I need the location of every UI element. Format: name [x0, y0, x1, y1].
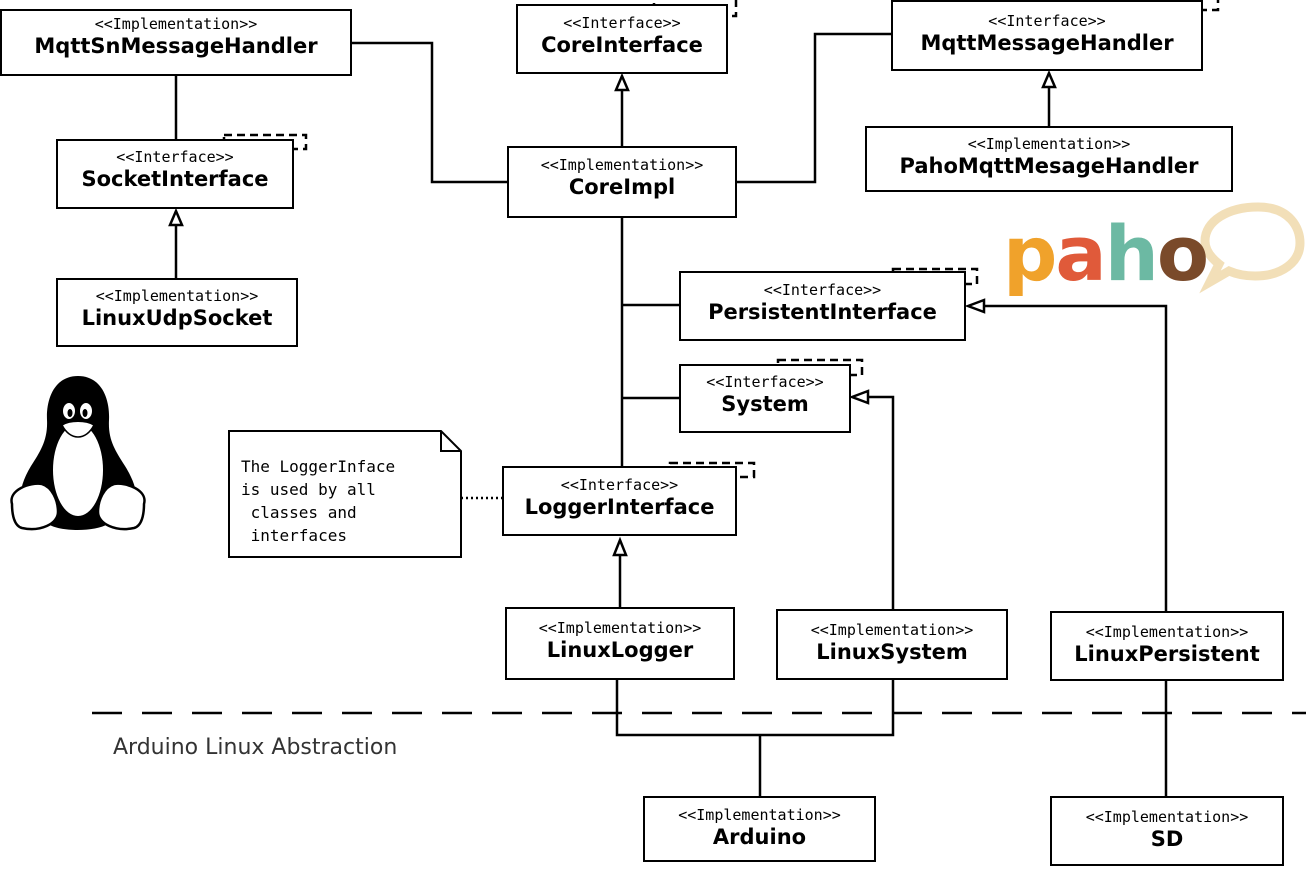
tux-icon [10, 376, 146, 531]
stereotype-label: <<Implementation>> [967, 135, 1131, 153]
class-name: Arduino [712, 825, 807, 849]
stereotype-label: <<Interface>> [116, 148, 234, 166]
class-sd[interactable]: <<Implementation>> SD [1050, 796, 1284, 866]
stereotype-label: <<Implementation>> [540, 156, 704, 174]
class-name: System [721, 392, 809, 416]
class-mqttsnmessagehandler[interactable]: <<Implementation>> MqttSnMessageHandler [0, 9, 352, 76]
class-pahomqttmesagehandler[interactable]: <<Implementation>> PahoMqttMesageHandler [865, 126, 1233, 192]
stereotype-label: <<Implementation>> [678, 806, 841, 824]
stereotype-label: <<Interface>> [560, 476, 679, 494]
class-linuxsystem[interactable]: <<Implementation>> LinuxSystem [776, 609, 1008, 680]
class-linuxlogger[interactable]: <<Implementation>> LinuxLogger [505, 607, 735, 680]
arrowhead-system [848, 389, 870, 405]
arrowhead-socketinterface [168, 207, 184, 227]
paho-bubble-icon [1199, 202, 1305, 294]
stereotype-label: <<Implementation>> [1085, 808, 1249, 826]
paho-letter: h [1104, 209, 1159, 298]
class-name: PersistentInterface [708, 300, 937, 324]
note-text: The LoggerInface is used by all classes … [241, 457, 396, 545]
stereotype-label: <<Implementation>> [1085, 623, 1249, 641]
class-loggerinterface[interactable]: <<Interface>> LoggerInterface [502, 466, 737, 536]
stereotype-label: <<Implementation>> [810, 621, 974, 639]
arrowhead-coreinterface [614, 72, 630, 92]
class-name: MqttSnMessageHandler [34, 34, 318, 58]
class-mqttmessagehandler[interactable]: <<Interface>> MqttMessageHandler [891, 0, 1203, 71]
link-mqttsn-coreimpl [350, 41, 508, 184]
class-system[interactable]: <<Interface>> System [679, 364, 851, 433]
class-name: CoreImpl [568, 175, 676, 199]
arrowhead-persistent [964, 298, 986, 314]
class-linuxpersistent[interactable]: <<Implementation>> LinuxPersistent [1050, 611, 1284, 681]
link-coreimpl-mqtthandler [737, 32, 892, 184]
class-name: LinuxSystem [816, 640, 968, 664]
class-name: SD [1150, 827, 1184, 851]
stereotype-label: <<Implementation>> [94, 15, 258, 33]
class-linuxudpsocket[interactable]: <<Implementation>> LinuxUdpSocket [56, 278, 298, 347]
class-name: CoreInterface [541, 33, 703, 57]
class-name: MqttMessageHandler [920, 31, 1174, 55]
abstraction-label: Arduino Linux Abstraction [113, 735, 398, 760]
class-name: PahoMqttMesageHandler [899, 154, 1199, 178]
link-linux-arduino-bus [615, 680, 895, 737]
paho-letter: o [1156, 209, 1209, 298]
class-name: SocketInterface [81, 167, 269, 191]
link-linuxpersistent-persistent [984, 304, 1168, 611]
arrowhead-mqtthandler [1041, 69, 1057, 89]
class-persistentinterface[interactable]: <<Interface>> PersistentInterface [679, 271, 966, 341]
class-name: LinuxLogger [546, 638, 694, 662]
class-arduino[interactable]: <<Implementation>> Arduino [643, 796, 876, 862]
paho-letter: p [1003, 209, 1057, 298]
paho-letter: a [1055, 209, 1106, 298]
stereotype-label: <<Implementation>> [95, 287, 259, 305]
link-linuxsystem-system [868, 395, 895, 609]
class-name: LinuxUdpSocket [81, 306, 273, 330]
stereotype-label: <<Interface>> [763, 281, 882, 299]
class-name: LoggerInterface [524, 495, 715, 519]
class-coreinterface[interactable]: <<Interface>> CoreInterface [516, 4, 728, 74]
class-name: LinuxPersistent [1074, 642, 1260, 666]
paho-logo: paho [1003, 214, 1209, 294]
stereotype-label: <<Implementation>> [538, 619, 702, 637]
class-socketinterface[interactable]: <<Interface>> SocketInterface [56, 139, 294, 209]
stereotype-label: <<Interface>> [563, 14, 681, 32]
arrowhead-loggerinterface [612, 536, 628, 557]
class-coreimpl[interactable]: <<Implementation>> CoreImpl [507, 146, 737, 218]
stereotype-label: <<Interface>> [988, 12, 1106, 30]
note-shape [228, 430, 462, 558]
stereotype-label: <<Interface>> [706, 373, 824, 391]
